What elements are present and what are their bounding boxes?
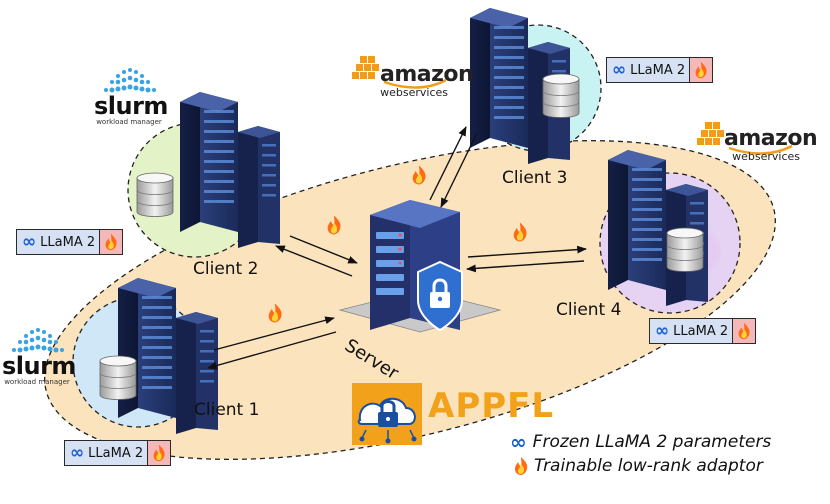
aws-boxes-icon — [697, 122, 724, 145]
meta-infinity-icon: ∞ — [655, 320, 670, 341]
client2-label: Client 2 — [193, 259, 259, 279]
legend-trainable-text: Trainable low-rank adaptor — [534, 456, 763, 476]
legend-trainable: Trainable low-rank adaptor — [534, 456, 763, 476]
aws-smile-icon — [728, 144, 793, 155]
llama-badge-client4: ∞LLaMA 2 — [649, 318, 757, 344]
meta-infinity-icon: ∞ — [70, 442, 85, 463]
aws-smile-icon — [383, 78, 447, 89]
fire-icon — [732, 319, 756, 343]
llama-badge-client3: ∞LLaMA 2 — [606, 57, 714, 83]
slurm-logo: slurm workload manager — [2, 352, 76, 386]
client3-label: Client 3 — [502, 168, 568, 188]
client1-database-icon — [99, 355, 137, 400]
slurm-logo: slurm workload manager — [94, 92, 168, 126]
meta-infinity-icon: ∞ — [510, 430, 527, 454]
client4-database-icon — [666, 227, 704, 272]
slurm-dots-icon — [12, 328, 64, 353]
meta-infinity-icon: ∞ — [612, 59, 627, 80]
client2-database-icon — [136, 172, 174, 217]
aws-logo: amazon webservices — [724, 126, 818, 163]
client1-label: Client 1 — [194, 400, 260, 420]
appfl-logo-icon — [352, 383, 422, 445]
fire-icon — [515, 457, 528, 475]
meta-infinity-icon: ∞ — [22, 231, 37, 252]
legend-frozen-text: Frozen LLaMA 2 parameters — [532, 432, 772, 452]
legend-frozen: ∞ Frozen LLaMA 2 parameters — [510, 430, 771, 454]
shield-lock-icon — [417, 260, 463, 332]
client4-label: Client 4 — [556, 300, 622, 320]
fire-icon — [99, 230, 123, 254]
fire-icon — [689, 58, 713, 82]
llama-badge-client2: ∞LLaMA 2 — [16, 229, 124, 255]
arrows — [207, 126, 587, 370]
aws-logo: amazon webservices — [380, 62, 474, 99]
aws-boxes-icon — [352, 56, 379, 79]
client3-database-icon — [542, 73, 580, 118]
appfl-logo-text: APPFL — [428, 386, 555, 426]
fire-icon — [147, 441, 171, 465]
slurm-dots-icon — [104, 68, 156, 93]
llama-badge-client1: ∞LLaMA 2 — [64, 440, 172, 466]
